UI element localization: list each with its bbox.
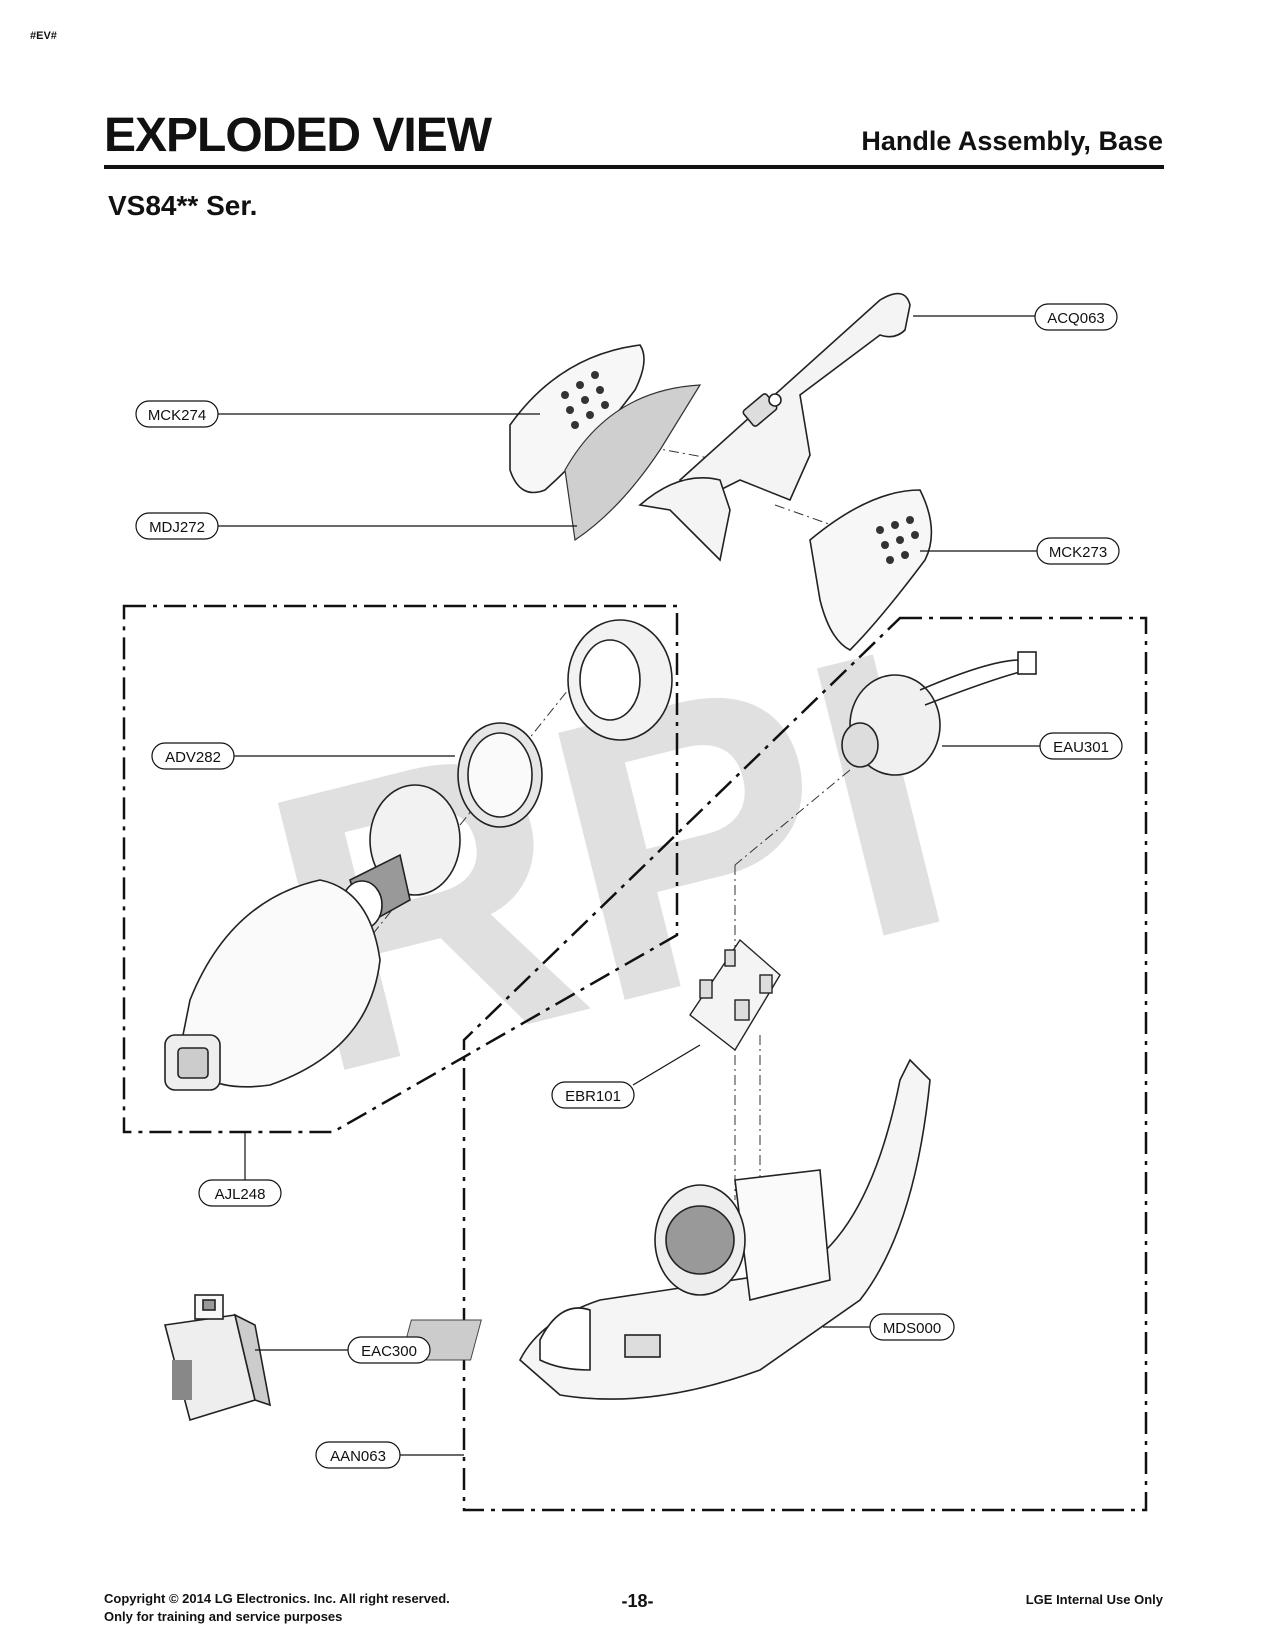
section-title: Handle Assembly, Base bbox=[861, 126, 1163, 156]
svg-text:EBR101: EBR101 bbox=[565, 1088, 621, 1105]
leader-lines bbox=[216, 315, 1040, 1456]
corner-tag: #EV# bbox=[30, 30, 57, 42]
internal-use-note: LGE Internal Use Only bbox=[1025, 1592, 1163, 1607]
copyright-text: Copyright © 2014 LG Electronics. Inc. Al… bbox=[104, 1591, 450, 1606]
dust-container-parts bbox=[164, 619, 673, 1091]
handle-part bbox=[638, 292, 911, 562]
title-rule bbox=[104, 165, 1164, 169]
filter-sheet-part bbox=[564, 384, 702, 542]
svg-text:AJL248: AJL248 bbox=[215, 1186, 266, 1203]
svg-text:EAC300: EAC300 bbox=[361, 1343, 417, 1360]
callout-mck273: MCK273 bbox=[1036, 537, 1120, 565]
svg-text:MDJ272: MDJ272 bbox=[149, 519, 205, 536]
svg-text:EAU301: EAU301 bbox=[1053, 739, 1109, 756]
svg-text:MCK273: MCK273 bbox=[1049, 544, 1107, 561]
motor-part bbox=[841, 651, 1037, 776]
base-part bbox=[519, 1058, 931, 1400]
callout-eac300: EAC300 bbox=[347, 1336, 431, 1364]
footer-copyright: Copyright © 2014 LG Electronics. Inc. Al… bbox=[104, 1590, 450, 1626]
callout-mck274: MCK274 bbox=[135, 400, 219, 428]
purpose-text: Only for training and service purposes bbox=[104, 1609, 343, 1624]
callout-mds000: MDS000 bbox=[869, 1313, 955, 1341]
callout-mdj272: MDJ272 bbox=[135, 512, 219, 540]
cover-left-part bbox=[509, 344, 645, 494]
group-box-aan063 bbox=[462, 616, 1148, 1512]
callout-ajl248: AJL248 bbox=[198, 1179, 282, 1207]
model-series: VS84** Ser. bbox=[108, 190, 258, 221]
group-box-ajl248 bbox=[122, 604, 679, 1134]
callout-acq063: ACQ063 bbox=[1034, 303, 1118, 331]
svg-text:ACQ063: ACQ063 bbox=[1047, 310, 1105, 327]
page-number: -18- bbox=[621, 1591, 654, 1611]
callout-adv282: ADV282 bbox=[151, 742, 235, 770]
pcb-part bbox=[689, 938, 781, 1052]
svg-text:MCK274: MCK274 bbox=[148, 407, 206, 424]
svg-text:AAN063: AAN063 bbox=[330, 1448, 386, 1465]
battery-part bbox=[163, 1294, 272, 1422]
svg-text:ADV282: ADV282 bbox=[165, 749, 221, 766]
cover-right-part bbox=[809, 489, 933, 651]
callout-aan063: AAN063 bbox=[315, 1441, 401, 1469]
page-title: EXPLODED VIEW bbox=[104, 109, 492, 162]
svg-text:MDS000: MDS000 bbox=[883, 1320, 941, 1337]
callout-eau301: EAU301 bbox=[1039, 732, 1123, 760]
callout-ebr101: EBR101 bbox=[551, 1081, 635, 1109]
